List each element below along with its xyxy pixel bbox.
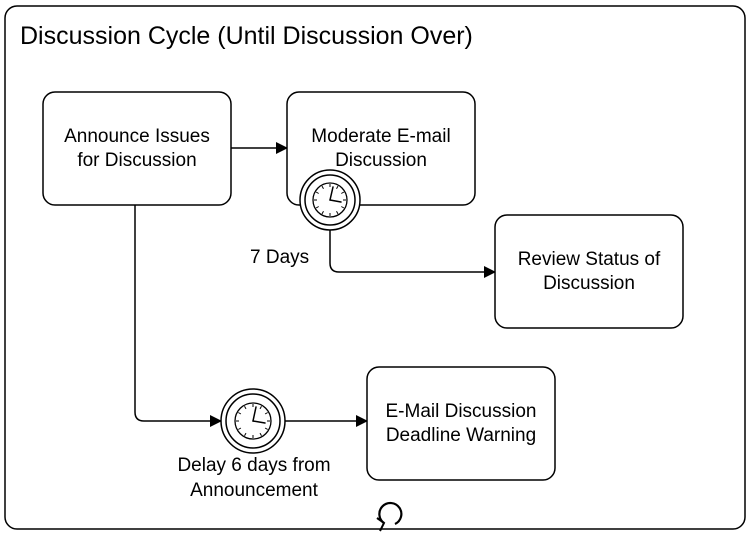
task-review-box <box>494 214 684 329</box>
timer-icon <box>312 182 348 218</box>
task-announce-issues[interactable]: Announce Issues for Discussion <box>42 91 232 206</box>
intermediate-timer-event[interactable] <box>220 388 286 454</box>
task-announce-box <box>42 91 232 206</box>
boundary-timer-event[interactable] <box>299 169 361 231</box>
task-review-status[interactable]: Review Status of Discussion <box>494 214 684 329</box>
loop-marker-icon <box>376 501 403 532</box>
task-email-warning-label-line1: E-Mail Discussion <box>386 401 537 422</box>
subprocess-title: Discussion Cycle (Until Discussion Over) <box>20 22 473 50</box>
task-email-warning-label-line2: Deadline Warning <box>386 425 536 446</box>
task-announce-label-line2: for Discussion <box>77 150 196 171</box>
flow-announce-to-delay <box>134 205 222 427</box>
task-moderate-label-line1: Moderate E-mail <box>311 126 450 147</box>
task-email-warning-box <box>366 366 556 481</box>
sequence-flows <box>134 142 496 427</box>
task-announce-label-line1: Announce Issues <box>64 126 210 147</box>
task-review-label-line2: Discussion <box>543 273 635 294</box>
intermediate-timer-label-line1: Delay 6 days from <box>177 455 330 476</box>
boundary-timer-label: 7 Days <box>250 247 309 268</box>
intermediate-timer-label-line2: Announcement <box>190 480 319 501</box>
flow-timer-to-review <box>329 230 496 278</box>
task-email-deadline-warning[interactable]: E-Mail Discussion Deadline Warning <box>366 366 556 481</box>
task-moderate-label-line2: Discussion <box>335 150 427 171</box>
task-review-label-line1: Review Status of <box>518 249 661 270</box>
timer-icon <box>234 402 272 440</box>
